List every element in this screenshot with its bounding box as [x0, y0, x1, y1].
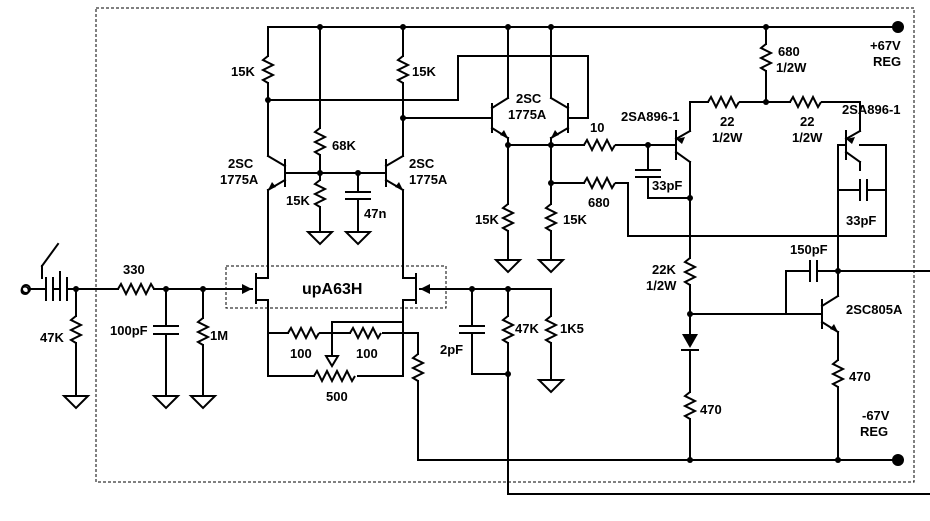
resistor-22-right: [789, 94, 822, 110]
label-r-22k-1: 22K: [652, 262, 676, 277]
label-q1-line2: 1775A: [220, 172, 259, 187]
resistor-15k-right: [395, 55, 411, 84]
ground-icon: [188, 395, 218, 410]
second-stage: [267, 26, 887, 274]
ic-outline: [225, 265, 447, 309]
diff-pair: [260, 21, 904, 384]
label-q3-line2: 1775A: [508, 107, 547, 122]
input-section: [21, 242, 227, 410]
resistor-100-left: [287, 325, 320, 341]
label-q2-line2: 1775A: [409, 172, 448, 187]
label-q6: 2SC805A: [846, 302, 903, 317]
component-labels: 330 100pF 1M 47K O upA63H 15K 15K 68K 15…: [20, 38, 903, 439]
label-r-15k-r: 15K: [412, 64, 436, 79]
resistor-15k-left: [260, 55, 276, 84]
label-c-150pf: 150pF: [790, 242, 828, 257]
label-r-1k5: 1K5: [560, 321, 584, 336]
ground-icon: [305, 231, 335, 246]
label-r-47k-fb: 47K: [515, 321, 539, 336]
label-r-470a: 470: [700, 402, 722, 417]
ground-icon: [536, 259, 566, 274]
label-r-100a: 100: [290, 346, 312, 361]
label-q4: 2SA896-1: [621, 109, 680, 124]
resistor-47k-feedback: [500, 315, 516, 344]
label-r-10: 10: [590, 120, 604, 135]
label-r-100b: 100: [356, 346, 378, 361]
label-q5: 2SA896-1: [842, 102, 901, 117]
label-r-500: 500: [326, 389, 348, 404]
feedback-network: [402, 286, 930, 495]
label-vpos-2: REG: [873, 54, 901, 69]
ground-icon: [536, 379, 566, 394]
label-r-in: 330: [123, 262, 145, 277]
board-outline: [95, 7, 915, 483]
label-r-15k-q3b: 15K: [563, 212, 587, 227]
label-r-680-top-1: 680: [778, 44, 800, 59]
label-r-470b: 470: [849, 369, 871, 384]
ground-icon: [343, 231, 373, 246]
vneg-terminal[interactable]: [892, 454, 904, 466]
label-r-68k: 68K: [332, 138, 356, 153]
vas-stage: [681, 257, 930, 461]
ground-icon: [61, 395, 91, 410]
label-r-680-top-2: 1/2W: [776, 60, 807, 75]
label-c-47n: 47n: [364, 206, 386, 221]
resistor-470-right: [830, 359, 846, 388]
resistor-100-right: [349, 325, 382, 341]
resistor-10: [583, 137, 616, 153]
resistor-680-mid: [583, 175, 616, 191]
resistor-330: [117, 281, 155, 297]
resistor-22k: [682, 257, 698, 286]
resistor-15k-q3b: [543, 203, 559, 232]
label-vpos-1: +67V: [870, 38, 901, 53]
label-c-in: 100pF: [110, 323, 148, 338]
label-q2-line1: 2SC: [409, 156, 435, 171]
label-r-22a-1: 22: [720, 114, 734, 129]
label-q1-line1: 2SC: [228, 156, 254, 171]
label-vneg-1: -67V: [862, 408, 890, 423]
label-r-1m: 1M: [210, 328, 228, 343]
resistor-500-pot: [313, 368, 356, 384]
pnp-stage: [635, 26, 887, 259]
label-r-22b-2: 1/2W: [792, 130, 823, 145]
label-r-47k-in: 47K: [40, 330, 64, 345]
label-ic: upA63H: [302, 281, 362, 298]
label-input: O: [20, 283, 30, 298]
ground-icon: [151, 395, 181, 410]
label-q3-line1: 2SC: [516, 91, 542, 106]
dual-fet-ic: [225, 265, 447, 309]
diode-icon: [682, 334, 698, 348]
label-r-15k-mid: 15K: [286, 193, 310, 208]
resistor-bias-neg: [410, 353, 426, 382]
resistor-1k5: [543, 315, 559, 344]
label-r-15k-l: 15K: [231, 64, 255, 79]
label-r-22k-2: 1/2W: [646, 278, 677, 293]
label-c-33pf-a: 33pF: [652, 178, 682, 193]
ground-icon: [493, 259, 523, 274]
resistor-15k-mid: [312, 179, 328, 208]
label-vneg-2: REG: [860, 424, 888, 439]
label-c-33pf-b: 33pF: [846, 213, 876, 228]
resistor-22-left: [707, 94, 740, 110]
vpos-terminal[interactable]: [892, 21, 904, 33]
resistor-47k-input: [68, 315, 84, 344]
resistor-680-top: [758, 43, 774, 72]
label-r-22b-1: 22: [800, 114, 814, 129]
label-c-2pf: 2pF: [440, 342, 463, 357]
resistor-68k: [312, 127, 328, 156]
label-r-22a-2: 1/2W: [712, 130, 743, 145]
label-r-680-mid: 680: [588, 195, 610, 210]
label-r-15k-q3a: 15K: [475, 212, 499, 227]
resistor-1m: [195, 317, 211, 346]
resistor-15k-q3a: [500, 203, 516, 232]
resistor-470-left: [682, 391, 698, 420]
